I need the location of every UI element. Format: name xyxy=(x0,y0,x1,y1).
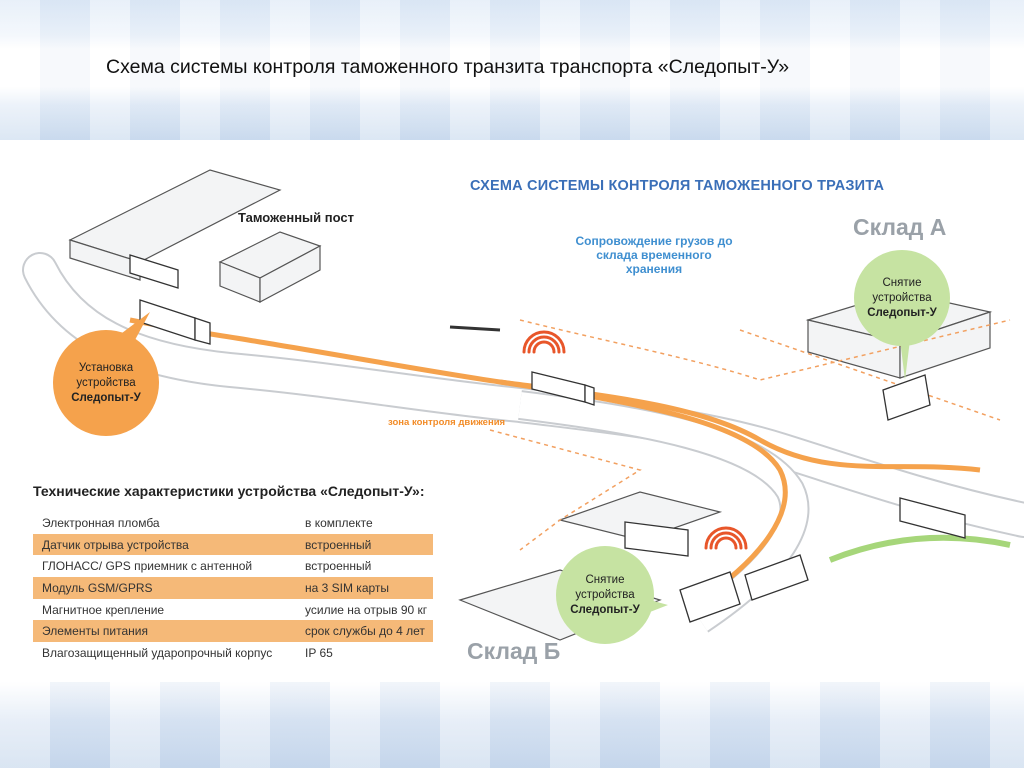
removal-pointer-a xyxy=(900,340,910,380)
scheme-title: СХЕМА СИСТЕМЫ КОНТРОЛЯ ТАМОЖЕННОГО ТРАЗИ… xyxy=(470,178,885,194)
trucks xyxy=(129,254,966,623)
spec-value: срок службы до 4 лет xyxy=(303,620,433,643)
specs-title: Технические характеристики устройства «С… xyxy=(33,483,425,499)
spec-value: IP 65 xyxy=(305,645,333,660)
spec-name: Элементы питания xyxy=(33,620,303,643)
customs-post-buildings xyxy=(68,169,322,303)
removal-bubble-b: Снятие устройства Следопыт-У xyxy=(556,546,654,644)
spec-value: усилие на отрыв 90 кг xyxy=(305,602,428,617)
removal-a-line2: устройства xyxy=(872,291,932,304)
removal-b-line1: Снятие xyxy=(585,573,625,586)
escort-label: Сопровождение грузов до склада временног… xyxy=(575,234,733,276)
spec-name: Влагозащищенный ударопрочный корпус xyxy=(42,645,273,660)
removal-a-line1: Снятие xyxy=(882,276,922,289)
spec-name: ГЛОНАСС/ GPS приемник с антенной xyxy=(42,559,253,574)
install-line1: Установка xyxy=(78,361,134,374)
spec-name: Электронная пломба xyxy=(42,515,160,530)
removal-bubble-a: Снятие устройства Следопыт-У xyxy=(854,250,950,346)
spec-name: Датчик отрыва устройства xyxy=(33,533,303,556)
warehouse-b-label: Склад Б xyxy=(467,638,561,664)
spec-name: Модуль GSM/GPRS xyxy=(33,577,303,599)
warehouse-a-label: Склад А xyxy=(853,214,947,240)
removal-pointer-b xyxy=(650,600,668,612)
customs-barrier xyxy=(449,325,501,332)
install-line2: устройства xyxy=(76,376,136,389)
install-device: Следопыт-У xyxy=(71,391,141,404)
exit-route xyxy=(828,534,1011,563)
table-row: Магнитное крепление усилие на отрыв 90 кг xyxy=(33,599,433,621)
spec-value: на 3 SIM карты xyxy=(303,577,433,599)
table-row: Электронная пломба в комплекте xyxy=(33,512,433,534)
removal-b-device: Следопыт-У xyxy=(570,603,640,616)
table-row: Влагозащищенный ударопрочный корпус IP 65 xyxy=(33,642,433,664)
spec-name: Магнитное крепление xyxy=(42,602,165,617)
spec-value: встроенный xyxy=(303,533,433,556)
install-bubble: Установка устройства Следопыт-У xyxy=(53,330,159,436)
signal-icons xyxy=(522,330,748,550)
spec-value: встроенный xyxy=(305,559,372,574)
control-zone-outlines xyxy=(489,319,1011,551)
table-row: ГЛОНАСС/ GPS приемник с антенной встроенн… xyxy=(33,555,433,577)
control-zone-label: зона контроля движения xyxy=(388,417,506,428)
spec-value: в комплекте xyxy=(305,515,373,530)
specs-table: Электронная пломба в комплекте Датчик отр… xyxy=(33,512,433,664)
top-banner xyxy=(0,0,1024,140)
removal-b-line2: устройства xyxy=(575,588,635,601)
customs-post-label: Таможенный пост xyxy=(238,210,354,225)
removal-a-device: Следопыт-У xyxy=(867,306,937,319)
bottom-banner xyxy=(0,682,1024,768)
slide-title: Схема системы контроля таможенного транз… xyxy=(106,56,790,78)
